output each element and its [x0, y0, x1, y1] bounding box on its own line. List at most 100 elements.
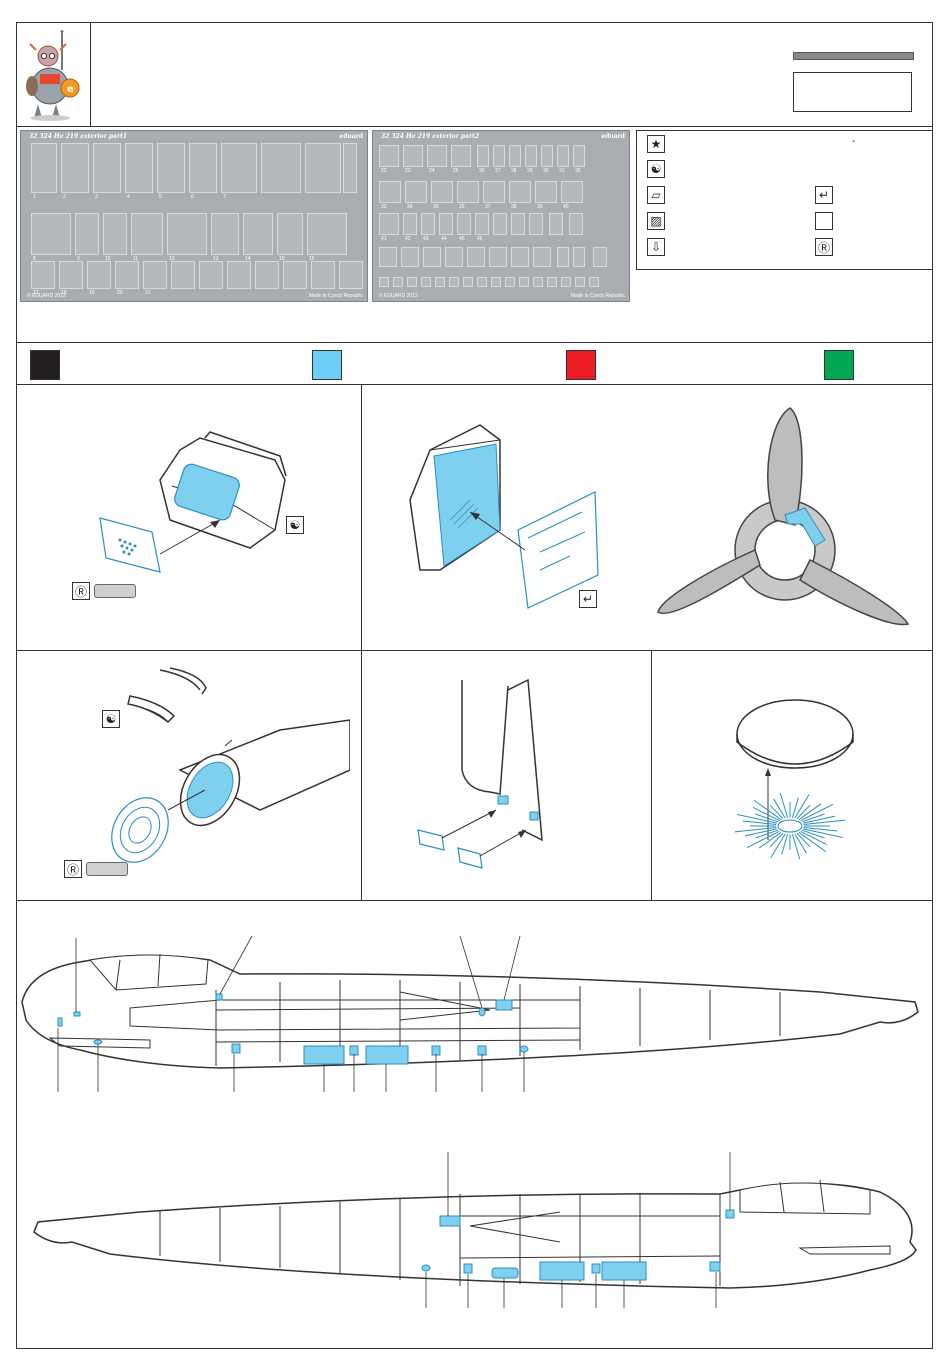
legend-panel: [636, 130, 933, 270]
step-disc-sunburst-diagram: [734, 699, 854, 860]
sunburst-ray: [770, 833, 786, 858]
fret-made-in: Made in Czech Republic: [308, 293, 363, 299]
sunburst-ray: [737, 814, 777, 824]
fret-part: [463, 277, 473, 287]
fret-part: [75, 213, 99, 255]
swatch-bottom-divider: [16, 384, 933, 385]
fret-part-number: 32: [575, 168, 581, 174]
sunburst-ray: [769, 804, 784, 820]
fret-part-number: 27: [495, 168, 501, 174]
panel-divider-v2: [651, 650, 652, 900]
fret-part: [103, 213, 127, 255]
fret-part-number: 31: [559, 168, 565, 174]
fret-part: [477, 145, 489, 167]
fret-part: [421, 277, 431, 287]
sunburst-ray: [800, 803, 834, 822]
fret-copyright: © EDUARD 2012: [27, 293, 66, 299]
fret-part-number: 29: [527, 168, 533, 174]
fret-part-number: 8: [33, 256, 36, 262]
fret-part: [167, 213, 207, 255]
sunburst-ray: [742, 820, 777, 826]
fret-part-number: 23: [405, 168, 411, 174]
fret-made-in: Made in Czech Republic: [570, 293, 625, 299]
fuselage-side-view-right: [33, 1152, 917, 1308]
fret-part-number: 12: [169, 256, 175, 262]
fret-part: [31, 143, 57, 193]
sunburst-ray: [779, 792, 789, 818]
fret-part: [307, 213, 347, 255]
fret-part: [403, 145, 423, 167]
fret-part-number: 4: [127, 194, 130, 200]
fret-part: [431, 181, 453, 203]
step-panel-plate-diagram: [409, 424, 599, 609]
color-swatch-light-blue: [312, 350, 342, 380]
fret-part-number: 40: [563, 204, 569, 210]
fret-part-number: 10: [105, 256, 111, 262]
fret-part-number: 24: [429, 168, 435, 174]
fret-part-number: 33: [381, 204, 387, 210]
fret-part: [557, 247, 569, 267]
fret-copyright: © EDUARD 2012: [379, 293, 418, 299]
fret-part-number: 26: [479, 168, 485, 174]
sunburst-ray: [798, 832, 827, 853]
sunburst-ray: [803, 815, 836, 824]
fret-part: [157, 143, 185, 193]
fret-part: [509, 181, 531, 203]
rectangle-icon: ▱: [647, 186, 665, 204]
sunburst-ray: [755, 813, 779, 823]
fret-part-number: 38: [511, 204, 517, 210]
fret-part: [31, 261, 55, 289]
fret-part: [439, 213, 453, 235]
fuselage-side-view-left: [21, 935, 919, 1092]
fret-part: [401, 247, 419, 267]
fret-part: [549, 213, 563, 235]
fret-part: [533, 247, 551, 267]
fret-part: [593, 247, 607, 267]
fret-part: [305, 143, 341, 193]
sunburst-ray: [791, 797, 799, 818]
fret-part: [457, 213, 471, 235]
fret-part: [403, 213, 417, 235]
fret-part: [435, 277, 445, 287]
fret-part: [31, 213, 71, 255]
fret-part-number: 3: [95, 194, 98, 200]
fret-part: [87, 261, 111, 289]
sunburst-ray: [744, 828, 777, 837]
fret-part: [211, 213, 239, 255]
fret-part: [511, 213, 525, 235]
fret-part: [529, 213, 543, 235]
r-circle-icon: Ⓡ: [72, 582, 90, 600]
fret-part: [451, 145, 471, 167]
fret-part-number: 15: [279, 256, 285, 262]
fret-part-number: 2: [63, 194, 66, 200]
knight-mascot-logo: e: [26, 30, 80, 121]
sunburst-ray: [755, 829, 779, 839]
fret-part: [493, 213, 507, 235]
step-intake-mesh-diagram: [99, 431, 287, 573]
fret-part: [379, 181, 401, 203]
fret-part-number: 28: [511, 168, 517, 174]
fret-part: [573, 145, 585, 167]
sunburst-ray: [753, 799, 782, 820]
sunburst-ray: [734, 826, 777, 833]
fret-part: [457, 181, 479, 203]
header-divider: [16, 126, 933, 127]
sunburst-ray: [798, 803, 822, 820]
fret-part: [535, 181, 557, 203]
color-swatch-green: [824, 350, 854, 380]
fret-part: [407, 277, 417, 287]
fret-brand: eduard: [339, 133, 363, 140]
fret-part-number: 9: [77, 256, 80, 262]
fret-part-number: 20: [117, 290, 123, 296]
empty-box-icon: [815, 212, 833, 230]
step-propeller-diagram: [657, 407, 910, 626]
fret-part: [125, 143, 153, 193]
color-swatch-red: [566, 350, 596, 380]
fret-part: [561, 181, 583, 203]
sunburst-ray: [781, 834, 789, 855]
logo-divider: [90, 22, 91, 126]
sunburst-ray: [746, 830, 780, 849]
drill-icon: ⇩: [647, 238, 665, 256]
sunburst-ray: [769, 832, 784, 848]
